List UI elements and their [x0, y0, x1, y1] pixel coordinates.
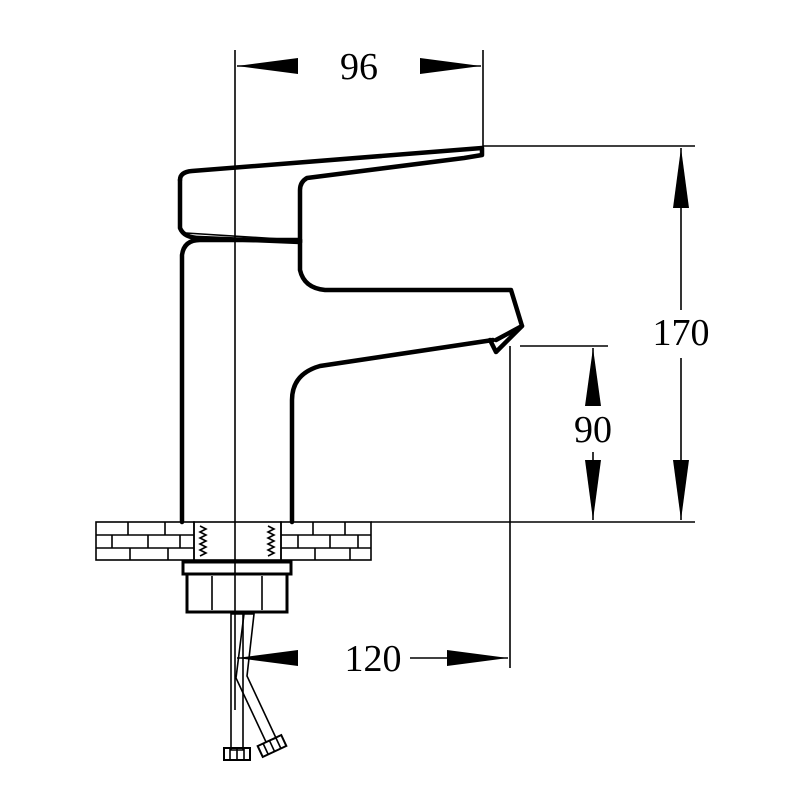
dim-arrowhead [447, 650, 508, 666]
threaded-shank [193, 521, 282, 561]
dim-arrowhead [673, 460, 689, 520]
spout-reach-label: 120 [345, 638, 402, 680]
dimension-spout-reach: 120 [237, 638, 508, 680]
faucet-body [179, 237, 525, 525]
countertop-left [95, 521, 195, 561]
dim-arrowhead [420, 58, 481, 74]
dim-arrowhead [585, 348, 601, 406]
countertop-right [280, 521, 372, 561]
dim-arrowhead [237, 650, 298, 666]
mounting-nut [181, 560, 293, 614]
dim-arrowhead [673, 148, 689, 208]
faucet-handle [177, 145, 485, 245]
spout-height-label: 90 [574, 409, 612, 451]
supply-hoses [223, 613, 288, 761]
dimension-handle-reach: 96 [237, 46, 481, 88]
dim-arrowhead [237, 58, 298, 74]
dimension-spout-height: 90 [574, 348, 612, 520]
handle-reach-label: 96 [340, 46, 378, 88]
total-height-label: 170 [653, 312, 710, 354]
dim-arrowhead [585, 460, 601, 520]
dimension-total-height: 170 [653, 148, 710, 520]
